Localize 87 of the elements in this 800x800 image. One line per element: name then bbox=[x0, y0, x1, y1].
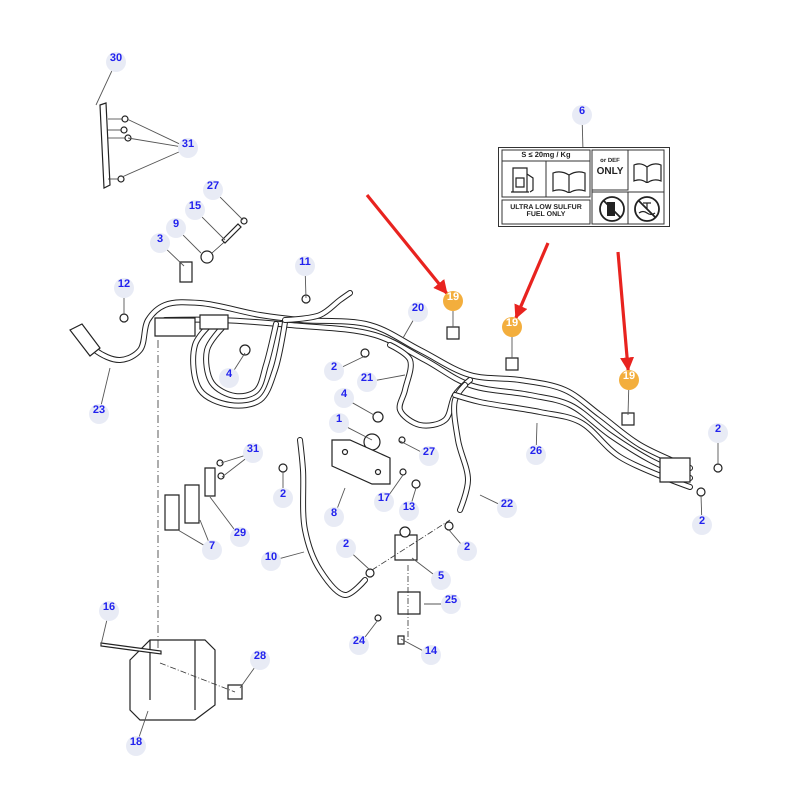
callout-number: 19 bbox=[502, 317, 522, 337]
fuel-decal bbox=[498, 147, 670, 227]
leader-line bbox=[222, 458, 246, 478]
leader-line bbox=[376, 374, 406, 381]
leader-line bbox=[126, 118, 180, 144]
leader-line bbox=[700, 494, 702, 516]
leader-line bbox=[352, 554, 370, 570]
callout-number: 5 bbox=[431, 570, 451, 590]
callout-number: 29 bbox=[230, 527, 250, 547]
leader-line bbox=[210, 496, 234, 530]
callout-number: 6 bbox=[572, 105, 592, 125]
leader-line bbox=[96, 70, 112, 106]
leader-line bbox=[400, 638, 423, 651]
leader-line bbox=[480, 494, 498, 504]
callout-number: 27 bbox=[203, 180, 223, 200]
callout-number: 8 bbox=[324, 507, 344, 527]
callout-number: 30 bbox=[106, 52, 126, 72]
leader-line bbox=[448, 530, 461, 544]
leader-line bbox=[347, 427, 372, 440]
leader-line bbox=[282, 472, 284, 488]
leader-line bbox=[304, 276, 306, 298]
leader-line bbox=[452, 310, 454, 328]
callout-number: 13 bbox=[399, 501, 419, 521]
callout-number: 3 bbox=[150, 233, 170, 253]
leader-line bbox=[178, 530, 204, 546]
callout-number: 2 bbox=[324, 361, 344, 381]
callout-number: 2 bbox=[457, 541, 477, 561]
callout-number: 24 bbox=[349, 635, 369, 655]
callout-number: 20 bbox=[408, 302, 428, 322]
leader-line bbox=[342, 356, 366, 368]
callout-number: 26 bbox=[526, 445, 546, 465]
leader-line bbox=[337, 488, 346, 508]
leader-line bbox=[182, 234, 202, 254]
callout-number: 2 bbox=[692, 515, 712, 535]
leader-line bbox=[202, 216, 226, 240]
callout-number: 11 bbox=[295, 256, 315, 276]
callout-number: 9 bbox=[166, 218, 186, 238]
leader-line bbox=[128, 138, 179, 147]
callout-number: 21 bbox=[357, 372, 377, 392]
arrow bbox=[514, 242, 550, 320]
callout-number: 23 bbox=[89, 404, 109, 424]
callout-number: 10 bbox=[261, 551, 281, 571]
callout-number: 2 bbox=[708, 423, 728, 443]
arrow bbox=[616, 252, 634, 372]
callout-number: 19 bbox=[619, 370, 639, 390]
callout-number: 31 bbox=[243, 443, 263, 463]
leader-line bbox=[536, 422, 538, 446]
leader-line bbox=[240, 668, 255, 688]
leader-line bbox=[412, 558, 434, 574]
callout-number: 16 bbox=[99, 601, 119, 621]
callout-number: 22 bbox=[497, 498, 517, 518]
callout-number: 4 bbox=[219, 368, 239, 388]
leader-line bbox=[364, 620, 378, 638]
callout-number: 15 bbox=[185, 200, 205, 220]
leader-line bbox=[100, 368, 110, 405]
leader-line bbox=[400, 440, 421, 452]
leader-line bbox=[100, 620, 108, 646]
leader-line bbox=[582, 124, 584, 148]
decal-text: ONLY bbox=[596, 167, 624, 178]
leader-line bbox=[220, 456, 244, 464]
callout-number: 18 bbox=[126, 736, 146, 756]
leader-line bbox=[389, 474, 404, 494]
callout-number: 27 bbox=[419, 446, 439, 466]
leader-line bbox=[402, 320, 414, 338]
leader-line bbox=[411, 488, 416, 502]
leader-line bbox=[166, 249, 184, 266]
leader-line bbox=[628, 390, 630, 416]
callout-number: 1 bbox=[329, 413, 349, 433]
callout-number: 19 bbox=[443, 291, 463, 311]
callout-number: 28 bbox=[250, 650, 270, 670]
leader-line bbox=[280, 552, 304, 559]
callout-number: 12 bbox=[114, 278, 134, 298]
leader-line bbox=[220, 196, 244, 220]
leader-line bbox=[200, 520, 209, 542]
callout-number: 25 bbox=[441, 594, 461, 614]
arrow bbox=[366, 194, 448, 294]
callout-number: 7 bbox=[202, 540, 222, 560]
leader-line bbox=[122, 152, 180, 178]
callout-number: 17 bbox=[374, 492, 394, 512]
leader-line bbox=[234, 352, 246, 370]
callout-number: 4 bbox=[334, 388, 354, 408]
leader-line bbox=[138, 710, 148, 737]
callout-number: 14 bbox=[421, 645, 441, 665]
leader-line bbox=[352, 402, 374, 416]
callout-number: 2 bbox=[273, 488, 293, 508]
callout-number: 31 bbox=[178, 138, 198, 158]
callout-number: 2 bbox=[336, 538, 356, 558]
